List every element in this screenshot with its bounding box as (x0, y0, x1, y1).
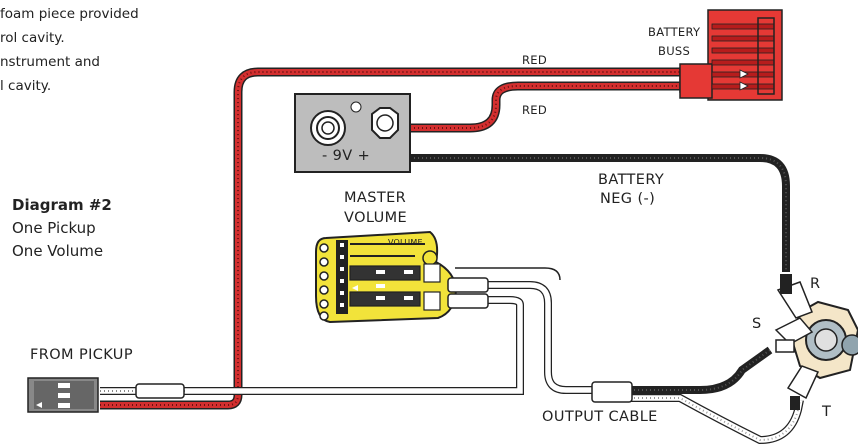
diagram-title: Diagram #2 (12, 196, 112, 214)
volume-board-label: VOLUME (388, 238, 423, 247)
pickup-connector[interactable] (27, 377, 185, 413)
instructions-line3: nstrument and (0, 54, 100, 70)
jack-s-label: S (752, 316, 762, 332)
battery-neg-label-1: BATTERY (598, 172, 665, 188)
from-pickup-label: FROM PICKUP (30, 347, 133, 363)
red-wire-battery (410, 81, 682, 133)
volume-pot-icon (422, 250, 438, 266)
diagram-subtitle2: One Volume (12, 242, 104, 260)
output-cable-label: OUTPUT CABLE (542, 409, 658, 425)
black-wire-neg (410, 154, 790, 272)
instructions: foam piece provided rol cavity. nstrumen… (0, 2, 139, 98)
battery-buss[interactable] (679, 9, 783, 101)
red-wire-mid-label: RED (522, 103, 548, 117)
red-wire-main (100, 67, 682, 410)
instructions-line2: rol cavity. (0, 30, 65, 46)
jack-r-label: R (810, 276, 821, 292)
battery-buss-label-2: BUSS (658, 44, 691, 58)
volume-board[interactable] (315, 230, 489, 324)
jack-t-label: T (822, 404, 832, 420)
instructions-line4: l cavity. (0, 78, 52, 94)
white-wire-output (455, 267, 595, 394)
battery-9v[interactable] (294, 93, 411, 173)
nine-volt-label: - 9V + (322, 148, 371, 164)
master-volume-label-2: VOLUME (344, 210, 408, 226)
master-volume-label-1: MASTER (344, 190, 407, 206)
pickup-sleeve (135, 383, 185, 399)
output-cable (591, 346, 804, 445)
diagram-caption: Diagram #2 One Pickup One Volume (12, 194, 112, 263)
output-cable-sleeve (591, 381, 633, 403)
output-jack[interactable] (774, 274, 858, 410)
battery-neg-label-2: NEG (-) (600, 191, 656, 207)
jack-lug-t (786, 365, 820, 400)
white-wire-pickup (100, 296, 524, 395)
instructions-line1: foam piece provided (0, 6, 139, 22)
diagram-subtitle1: One Pickup (12, 219, 96, 237)
red-wire-top-label: RED (522, 53, 548, 67)
battery-buss-label-1: BATTERY (648, 25, 701, 39)
